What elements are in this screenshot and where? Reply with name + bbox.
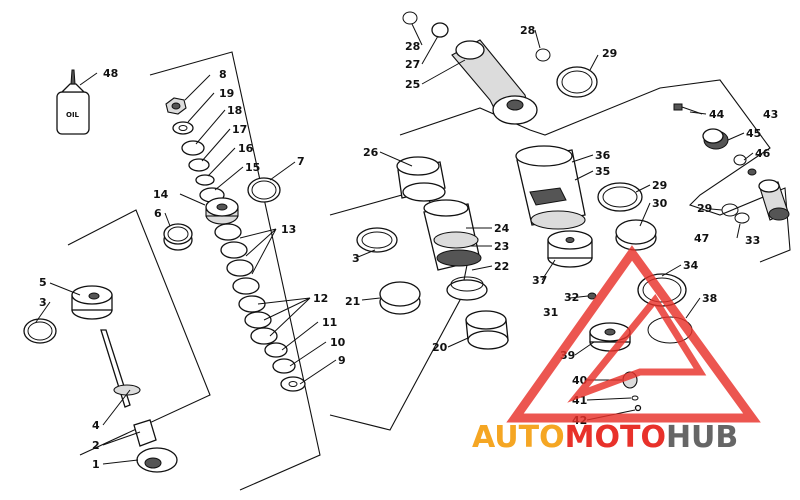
piston-37 [547,230,593,268]
oil-bottle: OIL [56,69,90,135]
label-19: 19 [219,87,234,100]
label-21: 21 [345,295,360,308]
label-28-left: 28 [405,40,420,53]
label-7: 7 [297,155,305,168]
bushing-20 [465,310,509,350]
watermark-auto: AUTO [472,420,565,455]
watermark-hub: HUB [666,420,738,455]
label-43: 43 [763,108,778,121]
label-3-left: 3 [39,296,47,309]
leader-lines [35,23,754,465]
shim-10 [272,358,296,374]
label-20: 20 [432,341,448,354]
watermark-text: AUTOMOTOHUB [472,420,738,455]
label-12: 12 [313,292,328,305]
washer-41 [631,395,639,401]
o-ring-3-left [23,318,57,344]
label-29-middle: 29 [652,179,667,192]
piston-ring-7 [247,177,281,203]
label-38: 38 [702,292,717,305]
watermark-triangle-inner [567,293,707,403]
label-32: 32 [564,291,579,304]
label-29-top: 29 [602,47,617,60]
label-27: 27 [405,58,420,71]
label-34: 34 [683,259,699,272]
label-30: 30 [652,197,668,210]
bumper-5 [71,285,113,320]
cylinder-24 [423,199,482,271]
label-4: 4 [92,419,100,432]
oil-bottle-label: OIL [66,111,80,119]
seals-21 [379,281,421,315]
label-1: 1 [92,458,100,471]
label-9: 9 [338,354,346,367]
label-48: 48 [103,67,118,80]
label-36: 36 [595,149,611,162]
label-37: 37 [532,274,547,287]
bearing-22 [446,276,488,301]
label-23: 23 [494,240,509,253]
label-5: 5 [39,276,47,289]
o-ring-46 [733,154,747,166]
label-46: 46 [755,147,771,160]
watermark-triangle-outer [506,245,761,423]
label-44: 44 [709,108,725,121]
label-45: 45 [746,127,761,140]
piston-14 [205,197,239,225]
label-3-center: 3 [352,252,360,265]
label-33: 33 [745,234,760,247]
label-17: 17 [232,123,247,136]
cap-26 [396,156,446,202]
label-10: 10 [330,336,346,349]
shaft-rod [100,329,178,473]
piston-ring-6 [163,223,193,251]
shim-stack-12 [238,295,278,345]
o-ring-29-right [721,203,739,217]
watermark-moto: MOTO [565,420,666,455]
label-14: 14 [153,188,169,201]
label-6: 6 [154,207,162,220]
bushing-27 [431,22,449,38]
watermark-logo [506,245,761,423]
adjuster-body [758,179,790,221]
label-18: 18 [227,104,242,117]
label-16: 16 [238,142,254,155]
seal-30 [615,219,657,251]
label-35: 35 [595,165,610,178]
washer-18 [181,140,205,156]
label-25: 25 [405,78,420,91]
frame-main-assembly [399,79,791,263]
circlip-28-left [402,11,418,25]
washer-16 [195,174,215,186]
label-2: 2 [92,439,100,452]
o-ring-33 [734,212,750,224]
shim-11 [264,342,288,358]
nut-8 [165,97,187,115]
label-47: 47 [694,232,709,245]
label-13: 13 [281,223,296,236]
eyelet-25 [451,39,538,125]
label-28-right: 28 [520,24,535,37]
washer-19 [172,121,194,135]
o-ring-29-middle [597,182,643,212]
label-8: 8 [219,68,227,81]
label-31: 31 [543,306,558,319]
shim-stack-13 [214,223,260,295]
label-11: 11 [322,316,337,329]
label-22: 22 [494,260,509,273]
label-24: 24 [494,222,510,235]
ball-42 [634,404,642,412]
part-labels: 48 8 19 18 17 16 15 7 14 6 13 12 11 10 9… [39,24,778,471]
circlip-28-right [535,48,551,62]
frame-center-stack [149,51,321,491]
label-29-right: 29 [697,202,712,215]
washer-17 [188,158,210,172]
o-ring-29-top [556,66,598,98]
label-26: 26 [363,146,379,159]
washer-9 [280,376,306,392]
reservoir-35-36 [515,145,586,230]
knob-45 [702,128,729,150]
label-15: 15 [245,161,260,174]
